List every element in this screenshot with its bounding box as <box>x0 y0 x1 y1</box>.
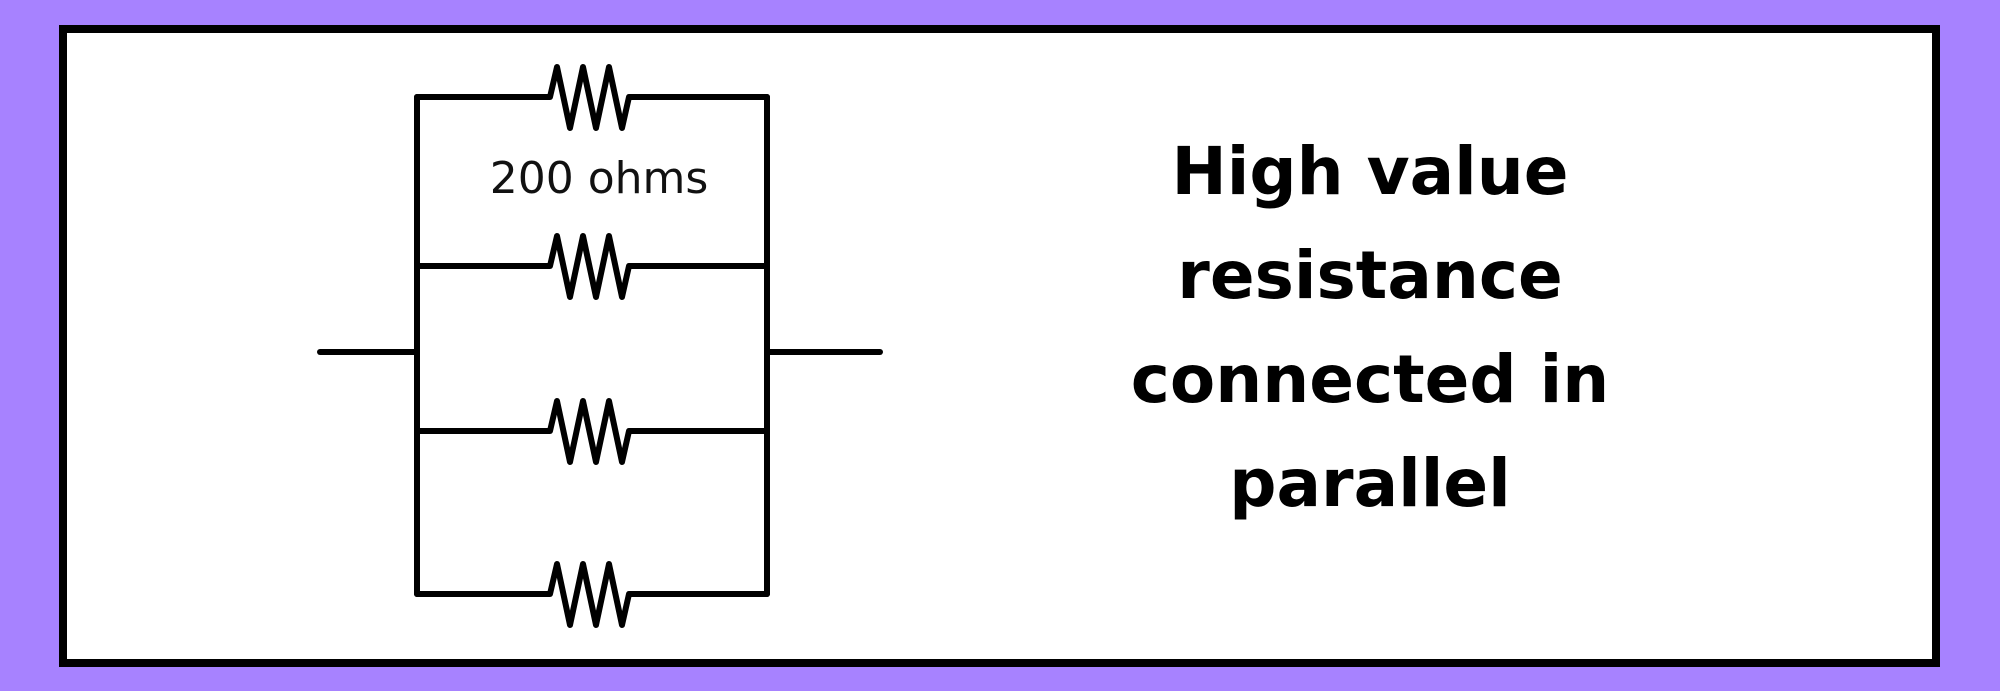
resistor-value-label: 200 ohms <box>490 153 709 204</box>
caption-line-4: parallel <box>1229 445 1511 522</box>
resistor-branch-1 <box>414 64 770 131</box>
diagram-caption: High value resistance connected in paral… <box>1020 120 1720 536</box>
caption-line-2: resistance <box>1177 237 1563 314</box>
resistor-branch-3 <box>414 398 770 465</box>
resistor-branch-4 <box>414 561 770 628</box>
diagram-panel <box>59 25 1940 667</box>
caption-line-3: connected in <box>1130 341 1610 418</box>
caption-line-1: High value <box>1171 133 1569 210</box>
resistor-branch-2 <box>414 233 770 300</box>
